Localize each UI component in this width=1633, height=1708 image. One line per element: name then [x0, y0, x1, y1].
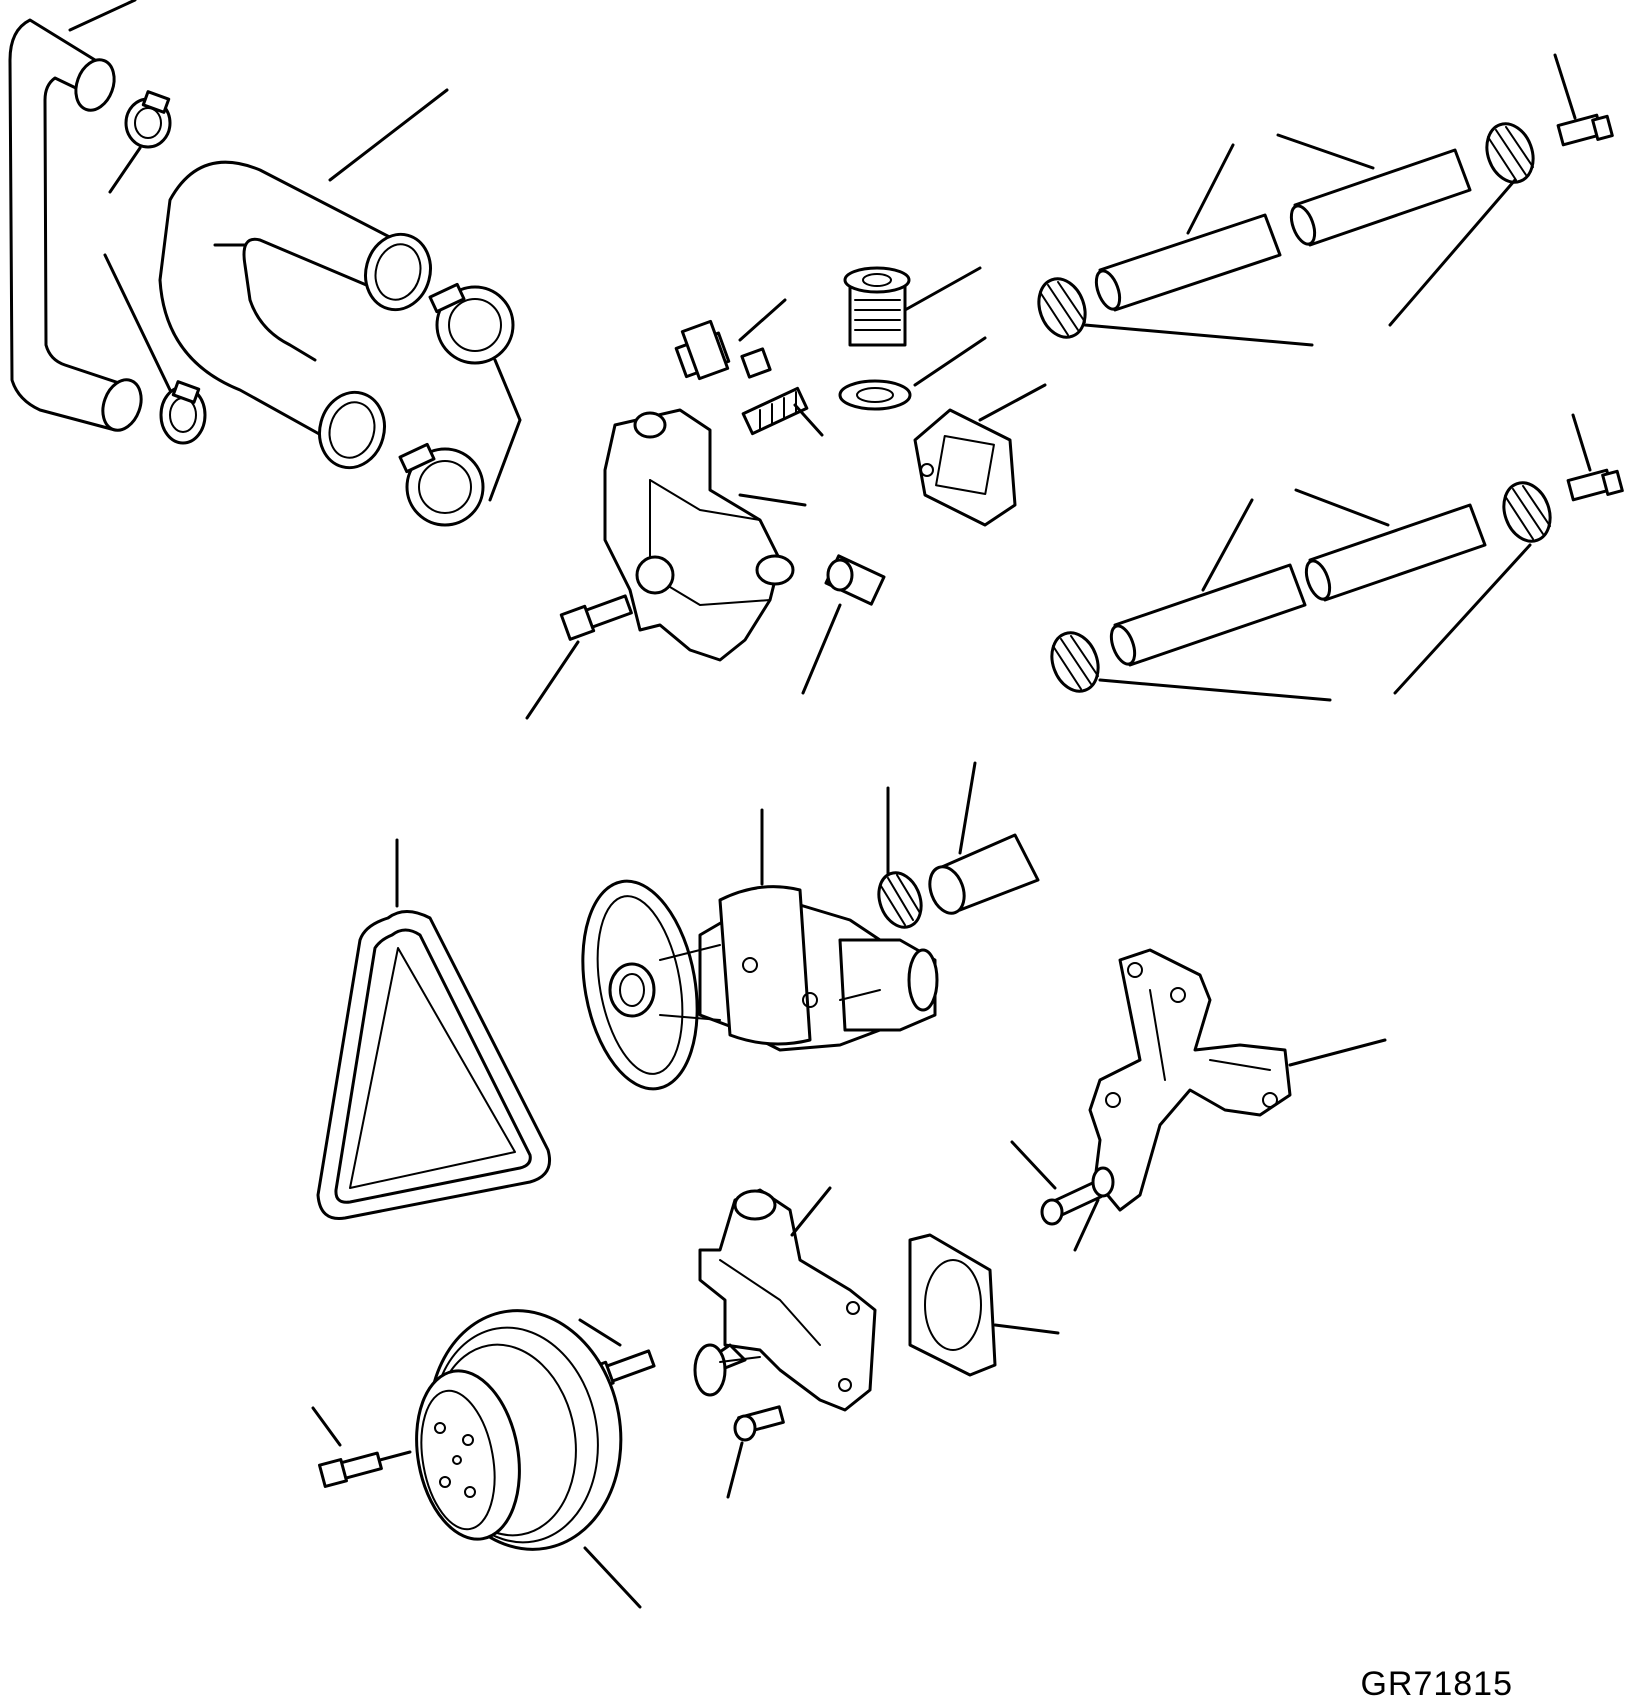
- v-belt: [318, 912, 550, 1219]
- figure-code: GR71815: [1360, 1665, 1513, 1703]
- leader-line: [330, 90, 447, 180]
- hose-clamp: [161, 382, 205, 443]
- leader-line: [585, 1548, 640, 1607]
- leader-line: [490, 360, 520, 500]
- leader-line: [1296, 490, 1388, 525]
- washer: [1093, 1168, 1113, 1196]
- bolt: [320, 1453, 382, 1486]
- leader-line: [792, 1188, 830, 1235]
- leader-line: [1395, 545, 1530, 693]
- leader-line: [740, 300, 785, 340]
- gasket: [915, 410, 1015, 525]
- thermostat: [845, 268, 909, 345]
- stud-bolt: [743, 388, 807, 433]
- inlet-gasket: [910, 1235, 995, 1375]
- leader-line: [1555, 55, 1575, 118]
- leader-line: [1075, 1200, 1098, 1250]
- bleed-valve: [1568, 470, 1622, 500]
- leader-line: [795, 405, 822, 435]
- leader-line: [1390, 180, 1515, 325]
- leader-line: [1290, 1040, 1385, 1065]
- leader-line: [728, 1443, 742, 1497]
- leader-line: [1278, 135, 1373, 168]
- leader-line: [960, 763, 975, 853]
- leader-line: [110, 148, 140, 192]
- bleed-valve: [1558, 115, 1612, 145]
- crankshaft-pulley: [404, 1295, 639, 1564]
- leader-line: [380, 1452, 410, 1460]
- heater-tube-upper: [1092, 150, 1470, 312]
- leader-line: [803, 605, 840, 693]
- leader-line: [905, 268, 980, 310]
- leader-line: [1085, 325, 1312, 345]
- water-pump: [568, 872, 937, 1098]
- leader-line: [980, 385, 1045, 420]
- leader-line: [1573, 415, 1590, 470]
- heater-tube-lower: [1107, 505, 1485, 667]
- bolt: [1042, 1182, 1101, 1224]
- thermostat-housing: [605, 410, 793, 660]
- leader-line: [740, 495, 805, 505]
- leader-line: [70, 0, 135, 30]
- hose-clamp: [1496, 476, 1558, 547]
- hose-clamp: [430, 284, 513, 363]
- radiator-hose: [160, 162, 439, 475]
- leader-line: [1203, 500, 1252, 590]
- hose-clamp: [126, 92, 170, 147]
- hose-clamp: [1479, 117, 1541, 188]
- leader-line: [1100, 680, 1330, 700]
- leader-line: [995, 1325, 1058, 1333]
- hose-clamp: [1031, 272, 1093, 343]
- hose-clamp: [1044, 626, 1106, 697]
- leader-line: [1188, 145, 1233, 233]
- thermostat-seal: [840, 381, 910, 409]
- bolt: [735, 1407, 783, 1440]
- leader-line: [915, 338, 985, 385]
- bypass-hose: [924, 835, 1038, 918]
- hose-clamp: [400, 444, 483, 525]
- leader-line: [313, 1408, 340, 1445]
- hose-clamp: [872, 867, 929, 933]
- bypass-pipe: [10, 20, 148, 436]
- alternator-bracket: [1090, 950, 1290, 1210]
- leader-line: [1012, 1142, 1055, 1188]
- temperature-sensor: [826, 556, 884, 604]
- water-inlet: [695, 1190, 875, 1410]
- leader-line: [527, 642, 578, 718]
- leader-line: [580, 1320, 620, 1345]
- elbow-fitting: [676, 321, 770, 378]
- leader-line: [105, 255, 170, 390]
- bolt: [561, 596, 631, 639]
